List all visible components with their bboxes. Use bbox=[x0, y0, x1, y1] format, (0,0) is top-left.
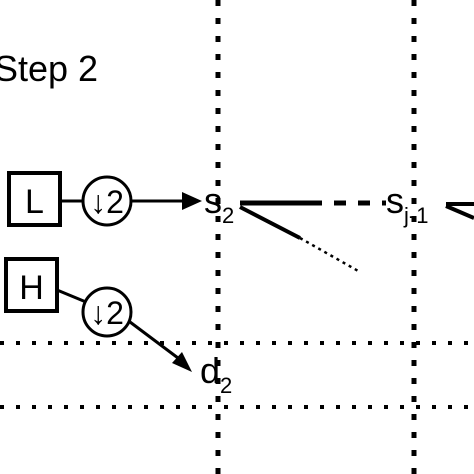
signal-d2-subscript: 2 bbox=[220, 373, 232, 398]
arrow-to-s2-head bbox=[182, 192, 202, 210]
signal-sj-base: s bbox=[386, 180, 404, 221]
downsample-high-label: ↓2 bbox=[90, 295, 124, 331]
downsample-high-circle bbox=[81, 286, 133, 338]
s2-diagonal-solid-line bbox=[239, 205, 301, 240]
signal-s2-base: s bbox=[204, 180, 222, 221]
signal-sj-subscript: j-1 bbox=[403, 203, 428, 228]
highpass-filter-box bbox=[4, 257, 59, 313]
signal-sj-minus-1-label: sj-1 bbox=[386, 180, 428, 228]
highpass-connector bbox=[56, 288, 87, 304]
sj-outgoing-diagonal bbox=[445, 204, 474, 220]
signal-s2-label: s2 bbox=[204, 180, 234, 228]
lowpass-filter-box bbox=[7, 171, 62, 227]
downsample-low-label: ↓2 bbox=[90, 184, 124, 220]
arrow-to-d2-shaft bbox=[129, 320, 179, 360]
highpass-filter-label: H bbox=[19, 269, 44, 307]
signal-d2-label: d2 bbox=[200, 350, 232, 398]
s2-diagonal-dotted-line bbox=[299, 236, 361, 274]
step-title: Step 2 bbox=[0, 48, 98, 89]
signal-d2-base: d bbox=[200, 350, 220, 391]
arrow-to-d2-head bbox=[172, 352, 192, 372]
lowpass-filter-label: L bbox=[25, 183, 44, 221]
signal-s2-subscript: 2 bbox=[222, 203, 234, 228]
